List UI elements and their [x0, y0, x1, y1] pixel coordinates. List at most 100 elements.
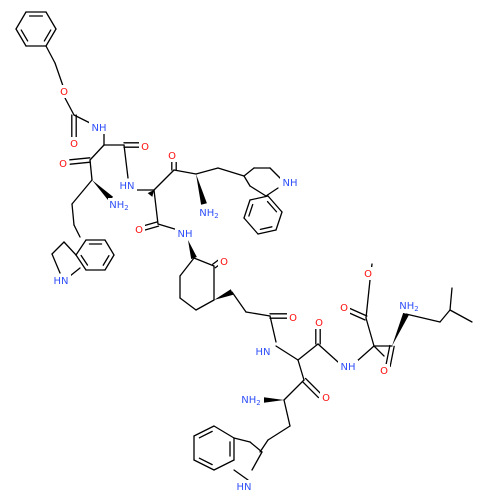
svg-text:O: O — [380, 366, 388, 377]
bond-102 — [213, 459, 235, 471]
svg-text:O: O — [340, 303, 348, 314]
bond-89 — [297, 359, 305, 381]
atom-label-o-cbz-carbonyl: O — [68, 137, 80, 150]
bond-75 — [179, 297, 197, 311]
bond-83 — [269, 315, 277, 343]
bond-54 — [249, 185, 267, 197]
bond-7 — [20, 29, 29, 42]
bond-2 — [45, 11, 57, 30]
svg-text:O: O — [322, 393, 330, 404]
svg-text:O: O — [220, 257, 228, 268]
atom-label-nh-indole-2: NH — [280, 176, 300, 189]
wedge-bond-42 — [147, 190, 154, 197]
svg-text:O: O — [141, 142, 149, 153]
svg-text:O: O — [289, 313, 297, 324]
svg-text:NH2: NH2 — [399, 301, 418, 313]
bond-92 — [283, 379, 305, 401]
svg-text:NH2: NH2 — [241, 395, 260, 407]
bond-8 — [15, 11, 27, 30]
bond-67 — [143, 225, 160, 231]
bond-106 — [233, 437, 251, 443]
bond-103 — [193, 459, 215, 471]
bond-53 — [265, 187, 279, 197]
bond-61 — [259, 226, 273, 231]
bond-56 — [249, 195, 269, 201]
bond-117 — [385, 344, 391, 367]
atom-label-o-ketone-3: O — [320, 391, 332, 404]
bond-58 — [266, 200, 278, 213]
atom-label-o-ketone-4: O — [378, 364, 390, 377]
bond-9 — [45, 45, 56, 64]
bond-29 — [104, 239, 115, 256]
svg-text:HN: HN — [120, 181, 135, 192]
bond-63 — [243, 199, 251, 219]
bond-110 — [355, 345, 375, 363]
bond-118 — [389, 345, 395, 368]
bond-68 — [157, 223, 179, 231]
bond-49 — [217, 167, 245, 177]
atom-label-hn-amide-1: HN — [117, 179, 137, 192]
bond-91 — [304, 377, 323, 396]
bond-38 — [51, 253, 61, 274]
bond-66 — [142, 221, 159, 227]
bond-107 — [249, 441, 263, 453]
bond-37 — [51, 241, 65, 255]
bond-20 — [69, 157, 91, 161]
svg-text:NH: NH — [92, 123, 107, 134]
bond-123 — [449, 287, 453, 311]
atom-label-o-amide-4: O — [313, 316, 325, 329]
bond-62 — [243, 217, 259, 235]
atom-label-o-ketone-2: O — [166, 149, 178, 162]
bond-124 — [373, 345, 385, 357]
bond-76 — [195, 299, 215, 311]
atom-label-o-amide-1: O — [139, 140, 151, 153]
bond-layer — [15, 11, 473, 481]
atom-label-o-methyl-ester: O — [362, 267, 374, 280]
bond-111 — [365, 317, 375, 347]
bond-60 — [257, 229, 277, 235]
bond-122 — [449, 309, 473, 323]
svg-text:HN: HN — [54, 276, 69, 287]
svg-text:NH: NH — [283, 178, 298, 189]
bond-99 — [213, 425, 235, 439]
bond-24 — [71, 179, 93, 205]
bond-94 — [283, 399, 291, 427]
bond-46 — [173, 169, 197, 175]
atom-label-nh-ring: NH — [175, 227, 195, 240]
bond-33 — [75, 254, 87, 271]
bond-34 — [80, 254, 89, 266]
bond-84 — [275, 345, 299, 361]
wedge-bond-119 — [392, 312, 409, 346]
bond-88 — [317, 343, 339, 363]
bond-25 — [71, 203, 75, 226]
bond-3 — [45, 28, 57, 47]
bond-4 — [43, 29, 52, 42]
atom-label-nh2-2: NH2 — [198, 206, 222, 220]
atom-label-o-amide-3: O — [287, 311, 299, 324]
svg-text:O: O — [60, 87, 68, 98]
svg-text:NH: NH — [341, 362, 356, 373]
atom-label-hn-amide-3: HN — [253, 345, 273, 358]
bond-39 — [69, 267, 81, 277]
wedge-bond-47 — [196, 174, 207, 205]
svg-text:O: O — [315, 318, 323, 329]
svg-text:O: O — [59, 159, 67, 170]
bond-59 — [275, 211, 283, 231]
wedge-bond-23 — [92, 180, 114, 202]
bond-109 — [233, 469, 249, 481]
bond-57 — [267, 195, 283, 213]
bond-98 — [198, 430, 213, 439]
bond-112 — [348, 307, 368, 317]
bond-50 — [243, 167, 255, 177]
bond-40 — [123, 144, 129, 179]
bond-96 — [259, 439, 269, 453]
bond-85 — [297, 343, 319, 361]
bond-65 — [153, 189, 159, 225]
wedge-bond-93 — [262, 397, 284, 403]
svg-text:NH2: NH2 — [109, 200, 128, 212]
bond-6 — [15, 28, 27, 47]
bond-55 — [243, 175, 251, 187]
bond-113 — [346, 311, 366, 321]
atom-label-o-ester-carbonyl: O — [338, 301, 350, 314]
atom-label-nh2-3: NH2 — [398, 299, 422, 313]
